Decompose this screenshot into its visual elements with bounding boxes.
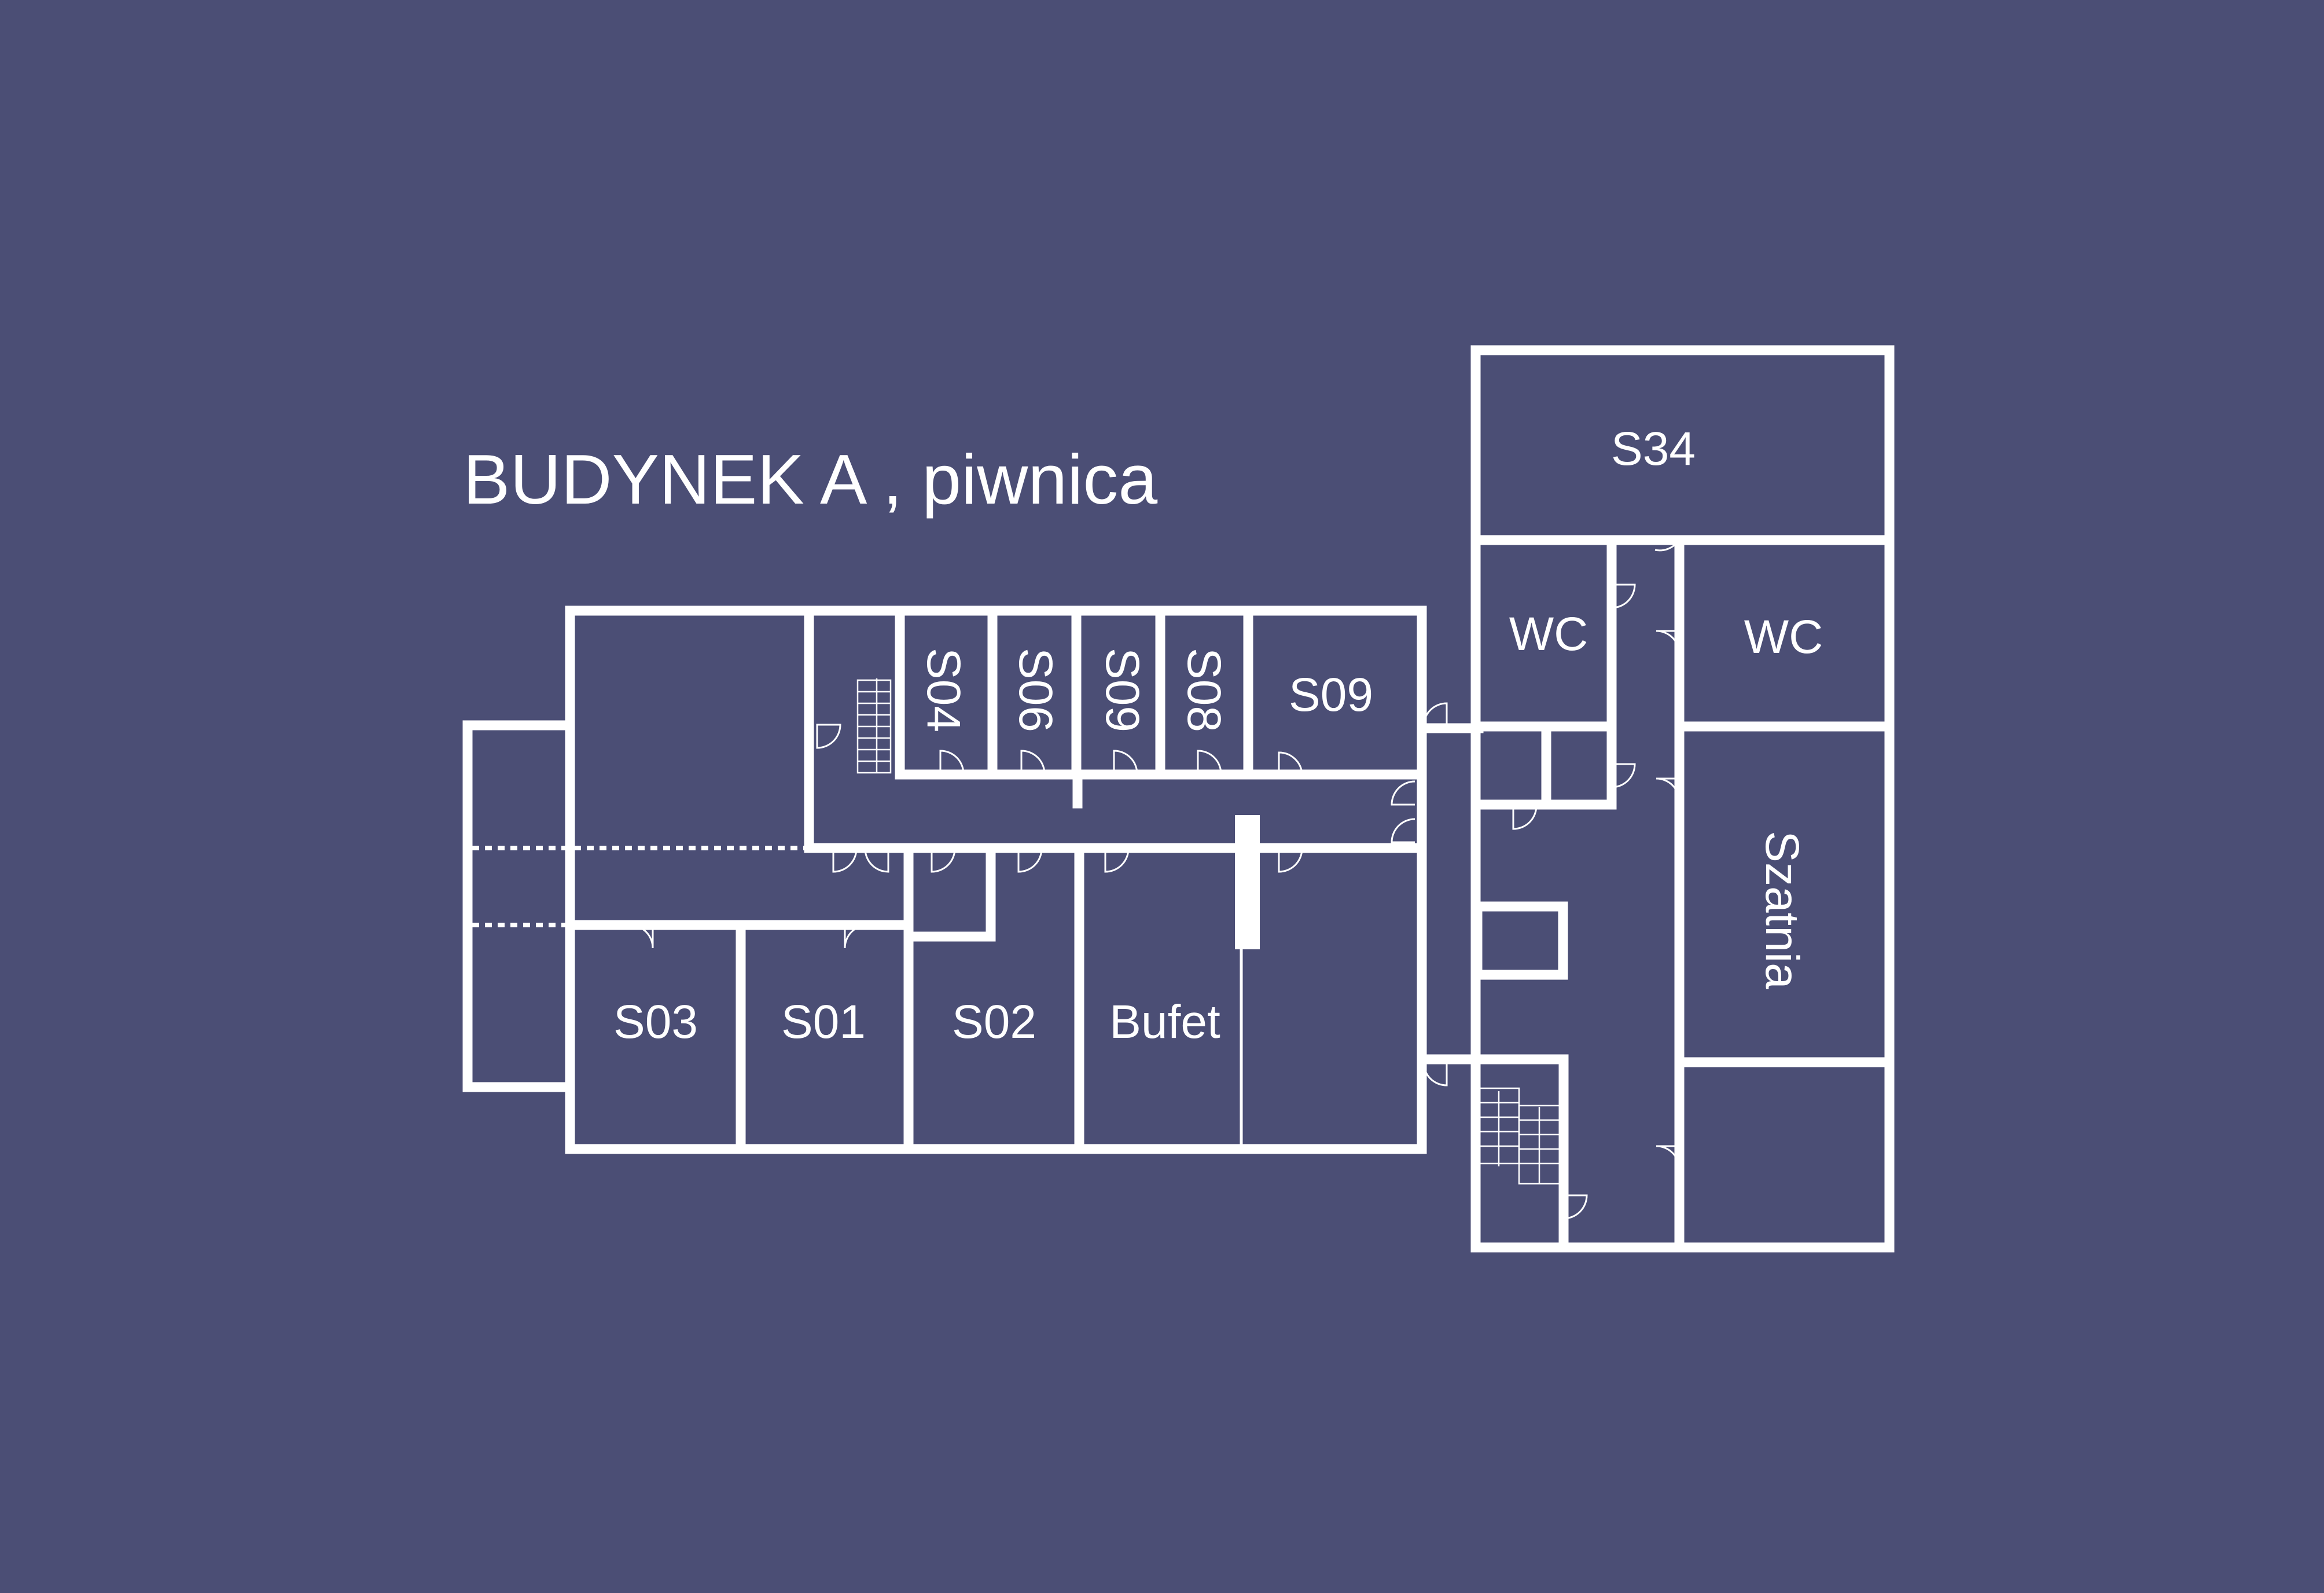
room-label-wc-left: WC xyxy=(1509,608,1588,660)
room-label-s08: S08 xyxy=(1178,648,1230,732)
room-label-bufet: Bufet xyxy=(1109,996,1220,1048)
map-title: BUDYNEK A , piwnica xyxy=(463,440,1157,519)
room-label-szatnia: Szatnia xyxy=(1756,831,1808,989)
room-label-s09: S09 xyxy=(1289,669,1373,721)
room-label-s03: S03 xyxy=(613,996,698,1048)
room-label-s06: S06 xyxy=(1009,648,1062,732)
connector-walls xyxy=(1417,723,1484,1065)
room-label-s04: S04 xyxy=(917,648,970,732)
room-label-s34: S34 xyxy=(1611,423,1696,475)
east-wing-walls xyxy=(1470,345,1895,1253)
room-label-s02: S02 xyxy=(952,996,1036,1048)
west-corridor-dotted-lines xyxy=(472,846,807,927)
staircase-icon xyxy=(856,678,1561,1185)
room-label-wc-right: WC xyxy=(1744,611,1823,663)
west-wing-walls xyxy=(462,605,1427,1154)
room-label-s09-rotated: S09 xyxy=(1096,648,1149,732)
door-swing-icon xyxy=(629,541,1681,1220)
room-label-s01: S01 xyxy=(781,996,866,1048)
